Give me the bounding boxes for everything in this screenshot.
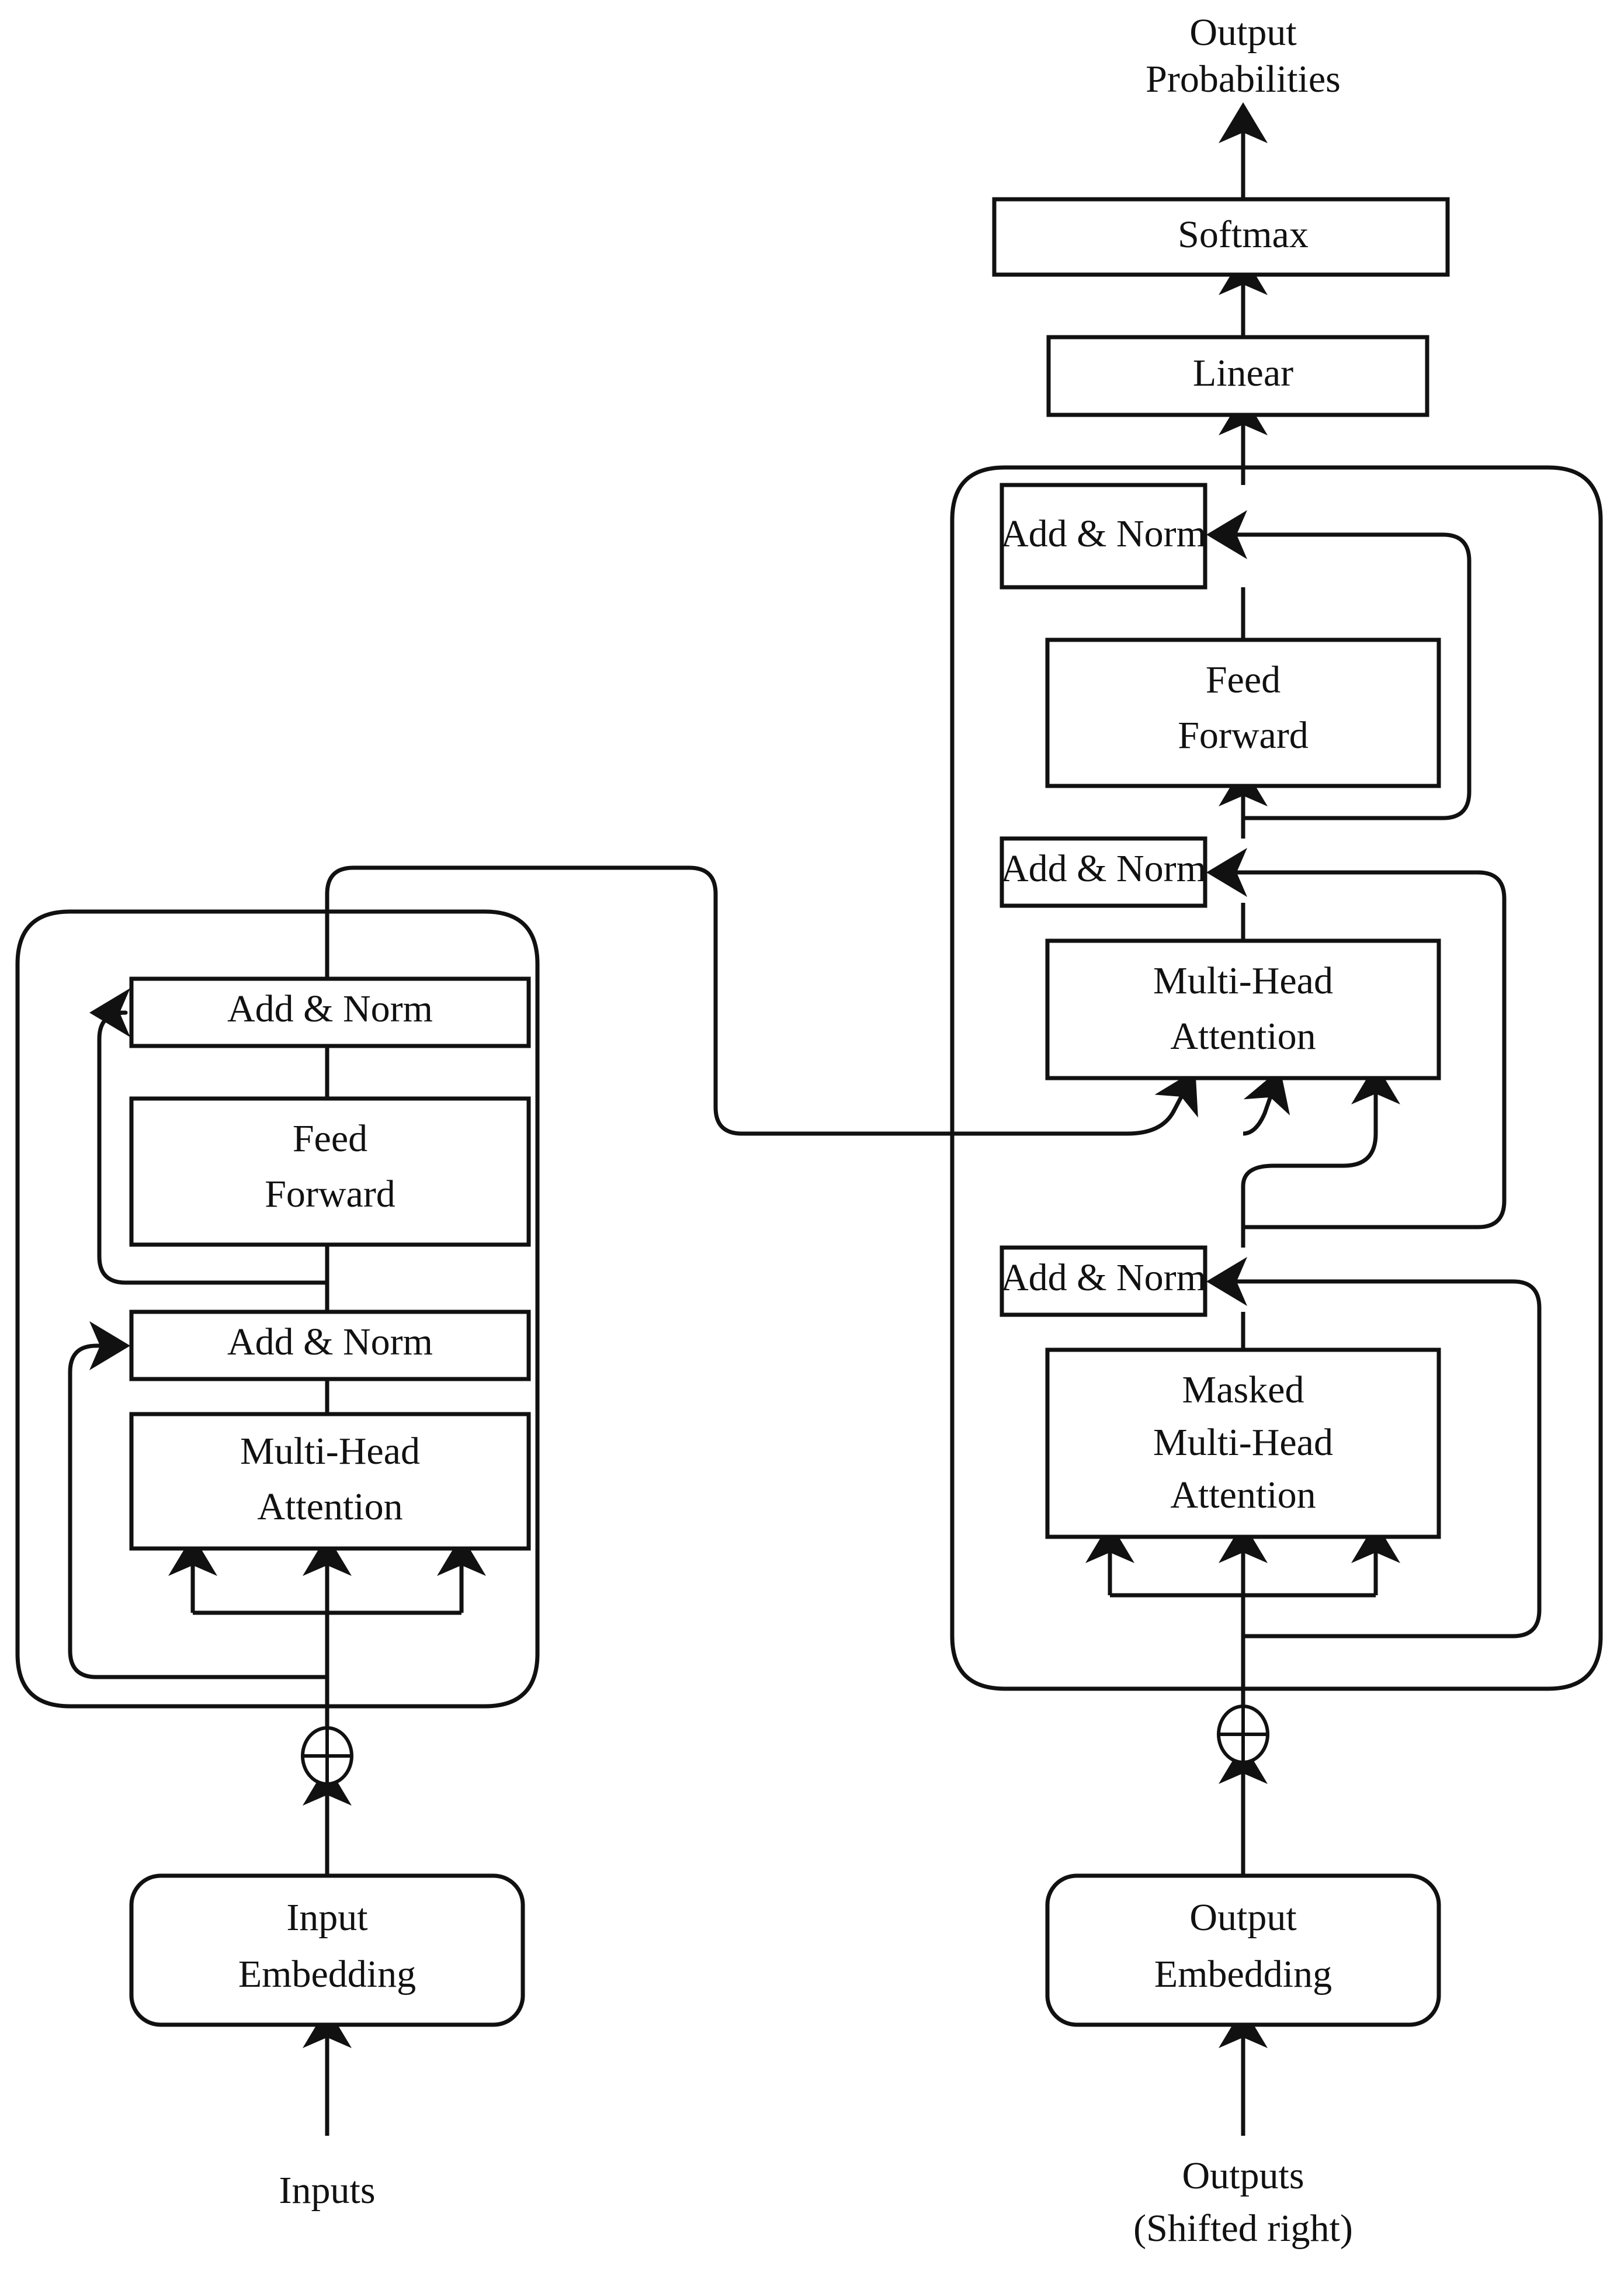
decoder-stack-frame [950,465,1603,1691]
encoder-feed-forward-label-line2: Forward [265,1173,395,1215]
decoder-cross-attention-k-arrow [1127,1070,1198,1136]
decoder-residual-2-path [1206,848,1507,1229]
decoder-masked-multi-head-attention-box [1045,1347,1441,1539]
encoder-add-norm-2-label: Add & Norm [227,988,433,1030]
softmax-label: Softmax [1178,213,1309,256]
encoder-stack-frame [15,909,540,1709]
linear-label: Linear [1193,352,1293,394]
decoder-add-norm-1-box [1000,1245,1207,1317]
inputs-label: Inputs [279,2169,376,2212]
decoder-add-norm-3-label: Add & Norm [1001,512,1206,555]
decoder-residual-3-path [1206,510,1472,820]
output-probabilities-label-line1: Output [1189,11,1296,54]
encoder-feed-forward-label-line1: Feed [293,1117,367,1160]
decoder-residual-1-path [1206,1257,1542,1638]
output-embedding-label-line1: Output [1189,1896,1296,1939]
decoder-feed-forward-label-line1: Feed [1206,659,1281,701]
decoder-masked-attention-label-line3: Attention [1170,1474,1316,1516]
outputs-label-line2: (Shifted right) [1133,2207,1353,2250]
encoder-multi-head-attention-box [129,1412,531,1551]
decoder-multi-head-attention-label-line2: Attention [1170,1015,1316,1058]
encoder-add-norm-1-label: Add & Norm [227,1321,433,1363]
encoder-residual-1-path [68,1321,327,1679]
softmax-box [992,197,1450,277]
decoder-add-norm-1-label: Add & Norm [1001,1256,1206,1299]
decoder-masked-attention-label-line1: Masked [1182,1369,1304,1411]
encoder-multi-head-attention-label-line2: Attention [257,1485,402,1528]
decoder-add-norm-2-box [1000,836,1207,908]
encoder-multi-head-attention-label-line1: Multi-Head [240,1430,420,1473]
encoder-add-norm-2-box [129,976,531,1048]
encoder-output-to-decoder-line [325,865,1127,1136]
decoder-feed-forward-label-line2: Forward [1178,714,1309,757]
linear-box [1046,335,1429,417]
decoder-multi-head-attention-label-line1: Multi-Head [1153,959,1333,1002]
encoder-add-norm-1-box [129,1310,531,1381]
decoder-add-norm-2-label: Add & Norm [1001,847,1206,890]
decoder-feed-forward-box [1045,638,1441,788]
encoder-residual-2-path [89,988,327,1285]
output-probabilities-label-line2: Probabilities [1146,58,1341,101]
encoder-feed-forward-box [129,1096,531,1247]
output-embedding-label-line2: Embedding [1154,1953,1332,1996]
decoder-multi-head-attention-box [1045,938,1441,1080]
decoder-cross-attention-q-arrow [1241,1063,1400,1187]
input-embedding-label-line2: Embedding [238,1953,416,1996]
decoder-masked-attention-label-line2: Multi-Head [1153,1421,1333,1464]
decoder-add-norm-3-box [1000,483,1207,590]
outputs-label-line1: Outputs [1182,2154,1304,2197]
input-embedding-label-line1: Input [286,1896,367,1939]
decoder-cross-attention-v-arrow [1243,1068,1290,1136]
